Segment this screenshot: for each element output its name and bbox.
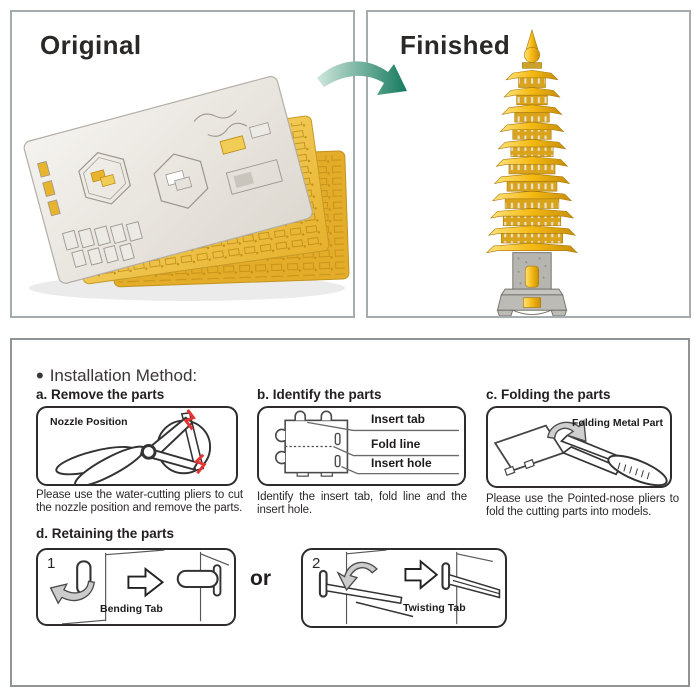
or-separator: or bbox=[250, 567, 271, 590]
finished-title: Finished bbox=[400, 30, 511, 60]
insert-tab-label: Insert tab bbox=[371, 412, 426, 426]
fold-line-label: Fold line bbox=[371, 437, 421, 451]
option-1-number: 1 bbox=[47, 555, 56, 572]
installation-method-panel: •Installation Method: a. Remove the part… bbox=[10, 338, 690, 687]
step-c-caption: Please use the Pointed-nose pliers to fo… bbox=[486, 493, 679, 519]
folding-metal-part-label: Folding Metal Part bbox=[572, 417, 664, 429]
part-diagram-illustration bbox=[275, 410, 459, 477]
step-a-caption: Please use the water-cutting pliers to c… bbox=[36, 489, 243, 515]
original-title: Original bbox=[40, 30, 142, 60]
step-b-title: b. Identify the parts bbox=[257, 387, 382, 402]
metal-sheets-illustration bbox=[23, 75, 350, 301]
nozzle-position-label: Nozzle Position bbox=[50, 416, 128, 428]
bending-tab-diagram: 1 Bending Tab bbox=[36, 548, 236, 626]
bullet-icon: • bbox=[36, 363, 44, 388]
original-panel: Original bbox=[10, 10, 355, 318]
step-b-caption: Identify the insert tab, fold line and t… bbox=[257, 491, 467, 517]
option-2-number: 2 bbox=[312, 555, 321, 572]
insert-hole-label: Insert hole bbox=[371, 456, 432, 470]
arrow-original-to-finished-icon bbox=[317, 61, 407, 95]
bending-tab-illustration bbox=[49, 550, 230, 624]
twisting-tab-diagram: 2 Twisting Tab bbox=[301, 548, 507, 628]
bending-tab-label: Bending Tab bbox=[100, 603, 163, 615]
pliers-cutting-illustration bbox=[55, 409, 212, 484]
twisting-tab-label: Twisting Tab bbox=[403, 602, 466, 614]
finished-panel: Finished bbox=[366, 10, 691, 318]
twisting-tab-illustration bbox=[318, 550, 501, 625]
pliers-folding-illustration bbox=[493, 418, 668, 486]
step-d-title: d. Retaining the parts bbox=[36, 526, 175, 541]
folding-parts-diagram: Folding Metal Part bbox=[486, 406, 672, 488]
step-a-title: a. Remove the parts bbox=[36, 387, 165, 402]
installation-heading: •Installation Method: bbox=[36, 363, 198, 388]
identify-parts-diagram: Insert tab Fold line Insert hole bbox=[257, 406, 466, 486]
pagoda-model-illustration bbox=[486, 28, 578, 316]
step-c-title: c. Folding the parts bbox=[486, 387, 611, 402]
remove-parts-diagram: Nozzle Position bbox=[36, 406, 238, 486]
